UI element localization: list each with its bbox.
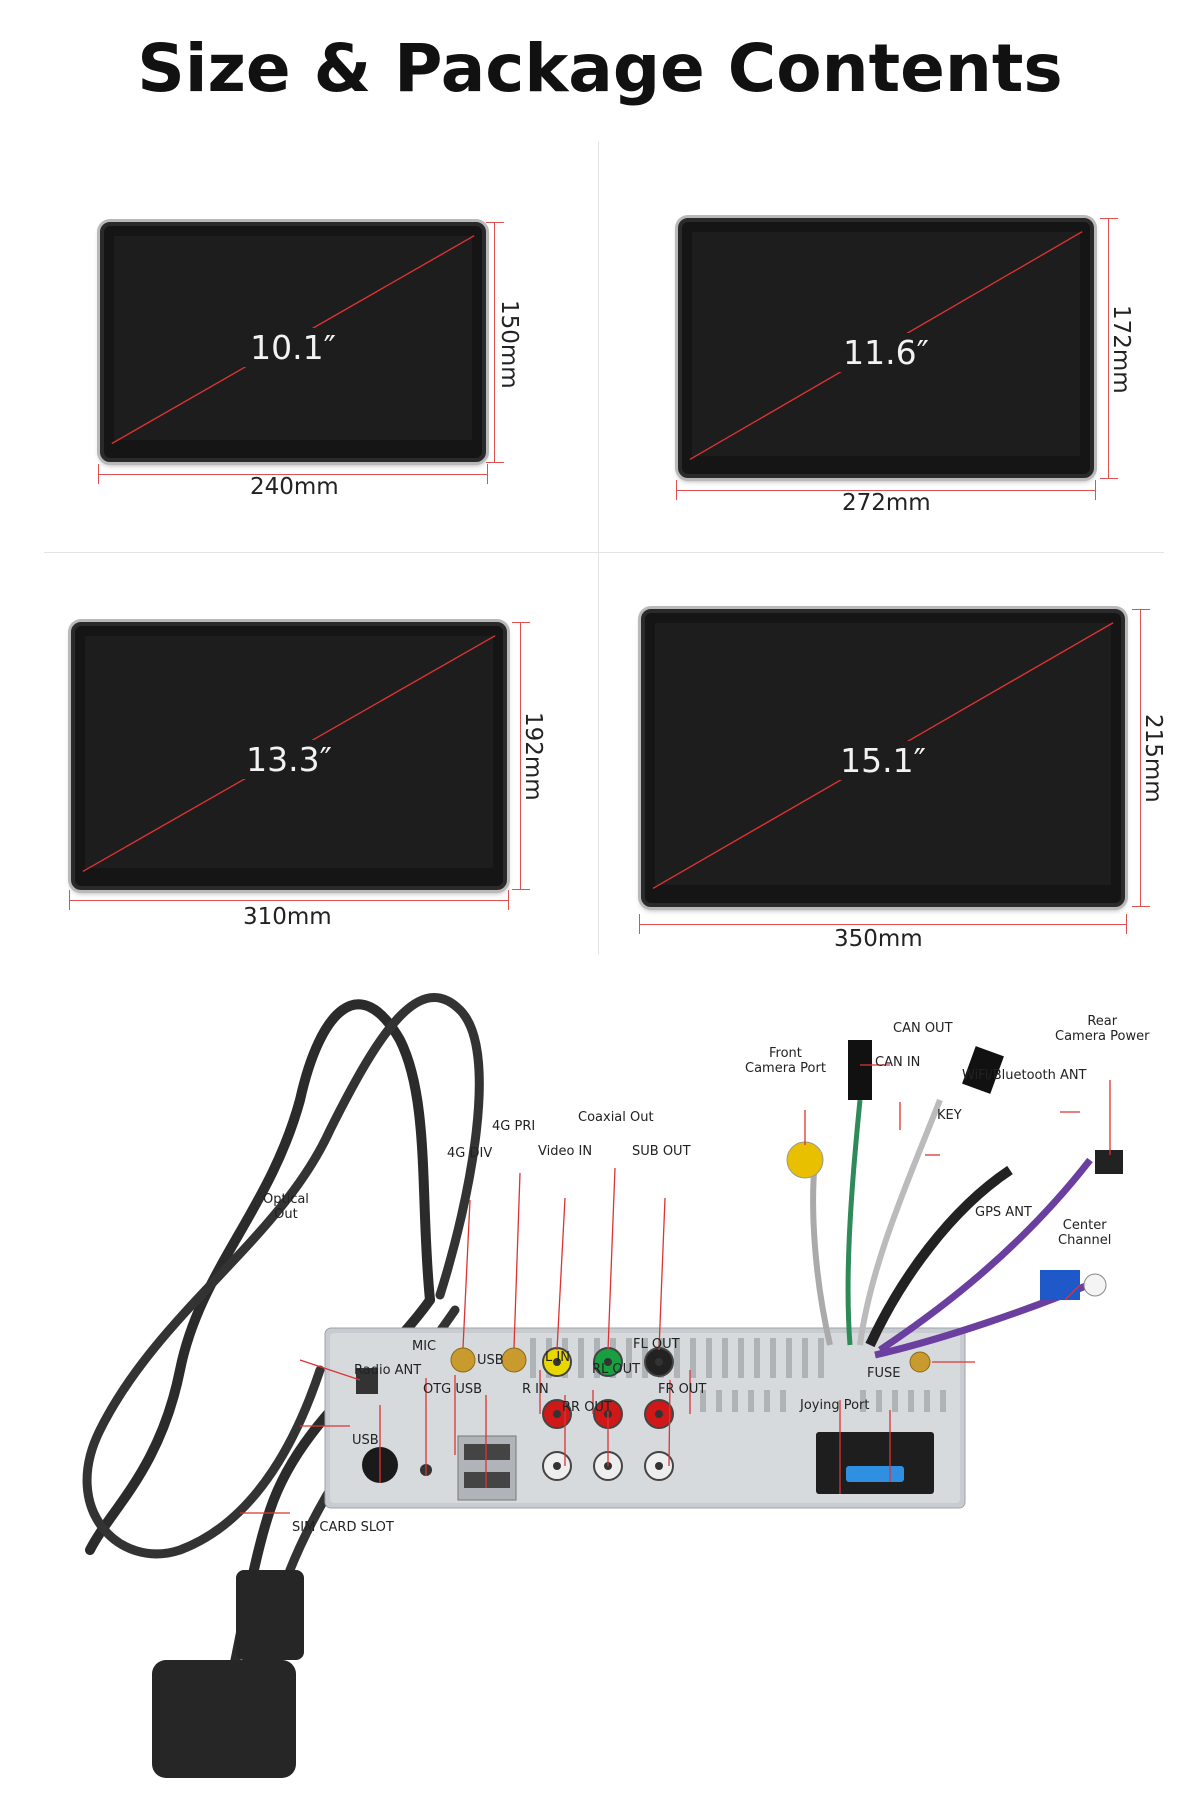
label-radio-ant: Radio ANT — [354, 1363, 422, 1378]
screen-height-label: 150mm — [496, 300, 522, 389]
grid-divider-horizontal — [44, 552, 1164, 553]
page-title: Size & Package Contents — [137, 30, 1063, 107]
screen-width-label: 240mm — [250, 474, 339, 500]
label-optical-out: Optical Out — [263, 1192, 309, 1222]
screen-10-1: 10.1″ — [100, 222, 486, 462]
label-r-in: R IN — [522, 1382, 549, 1397]
screen-width-label: 272mm — [842, 490, 931, 516]
package-contents-diagram: CAN OUT Rear Camera Power Front Camera P… — [0, 950, 1200, 1789]
grid-divider-vertical — [598, 142, 599, 954]
screen-size-label: 10.1″ — [244, 328, 342, 368]
label-wifi-bt-ant: WiFi/Bluetooth ANT — [962, 1068, 1087, 1083]
screen-15-1: 15.1″ — [641, 609, 1125, 907]
screen-height-label: 172mm — [1108, 305, 1134, 394]
label-l-in: L IN — [545, 1350, 570, 1365]
label-mic: MIC — [412, 1339, 437, 1354]
label-4g-div: 4G DIV — [447, 1146, 493, 1161]
label-gps-ant: GPS ANT — [975, 1205, 1032, 1220]
screen-width-label: 350mm — [834, 926, 923, 952]
screen-height-label: 192mm — [520, 712, 546, 801]
label-fr-out: FR OUT — [658, 1382, 707, 1397]
screen-width-label: 310mm — [243, 904, 332, 930]
label-sim-card-slot: SIM CARD SLOT — [292, 1520, 394, 1535]
screen-11-6: 11.6″ — [678, 218, 1094, 478]
label-otg-usb: OTG USB — [423, 1382, 483, 1397]
label-4g-pri: 4G PRI — [492, 1119, 536, 1134]
label-rear-camera-power: Rear Camera Power — [1055, 1014, 1150, 1044]
label-fl-out: FL OUT — [633, 1337, 680, 1352]
label-rl-out: RL OUT — [592, 1362, 641, 1377]
label-joying-port: Joying Port — [800, 1398, 870, 1413]
screen-size-label: 11.6″ — [837, 332, 935, 372]
label-sub-out: SUB OUT — [632, 1144, 691, 1159]
screen-size-label: 13.3″ — [240, 740, 338, 780]
screen-height-label: 215mm — [1140, 714, 1166, 803]
label-rr-out: RR OUT — [562, 1400, 612, 1415]
label-video-in: Video IN — [538, 1144, 593, 1159]
screen-13-3: 13.3″ — [71, 622, 507, 890]
label-center-channel: Center Channel — [1058, 1218, 1112, 1248]
label-coaxial-out: Coaxial Out — [578, 1110, 654, 1125]
label-usb-port: USB — [477, 1353, 504, 1368]
label-key: KEY — [937, 1108, 962, 1123]
screen-size-label: 15.1″ — [834, 740, 932, 780]
label-can-in: CAN IN — [875, 1055, 921, 1070]
label-fuse: FUSE — [867, 1366, 901, 1381]
label-front-camera-port: Front Camera Port — [745, 1046, 826, 1076]
label-can-out: CAN OUT — [893, 1021, 953, 1036]
label-usb-cable: USB — [352, 1433, 379, 1448]
